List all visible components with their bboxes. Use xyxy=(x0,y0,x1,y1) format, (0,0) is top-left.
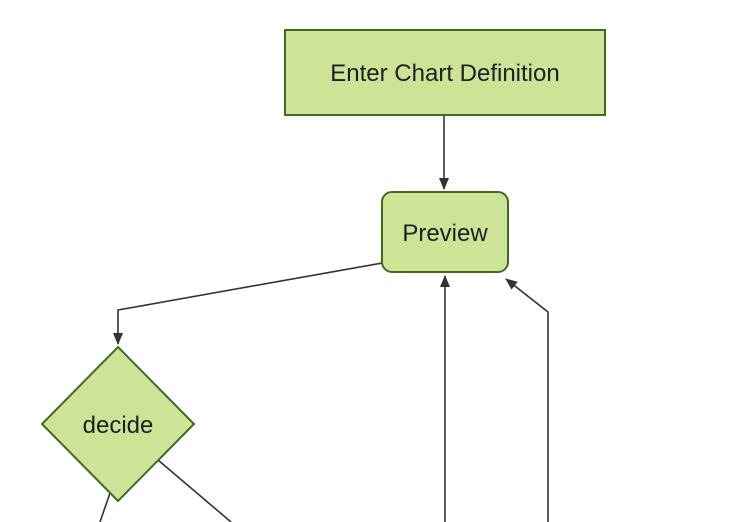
node-enter-chart-definition-label: Enter Chart Definition xyxy=(330,60,559,87)
node-decide: decide xyxy=(40,345,196,503)
edge-preview-to-decide xyxy=(113,262,383,345)
node-decide-shape xyxy=(40,345,196,503)
edge-decide-to-offscreen-right xyxy=(157,459,232,522)
node-enter-chart-definition: Enter Chart Definition xyxy=(284,29,606,116)
node-enter-chart-definition-shape xyxy=(284,29,606,116)
edge-offscreen-to-preview-corner xyxy=(505,278,549,522)
node-decide-label: decide xyxy=(83,412,154,439)
node-preview: Preview xyxy=(381,191,509,273)
node-preview-shape xyxy=(381,191,509,273)
node-preview-label: Preview xyxy=(402,220,488,247)
edge-decide-to-offscreen-left xyxy=(99,492,111,522)
